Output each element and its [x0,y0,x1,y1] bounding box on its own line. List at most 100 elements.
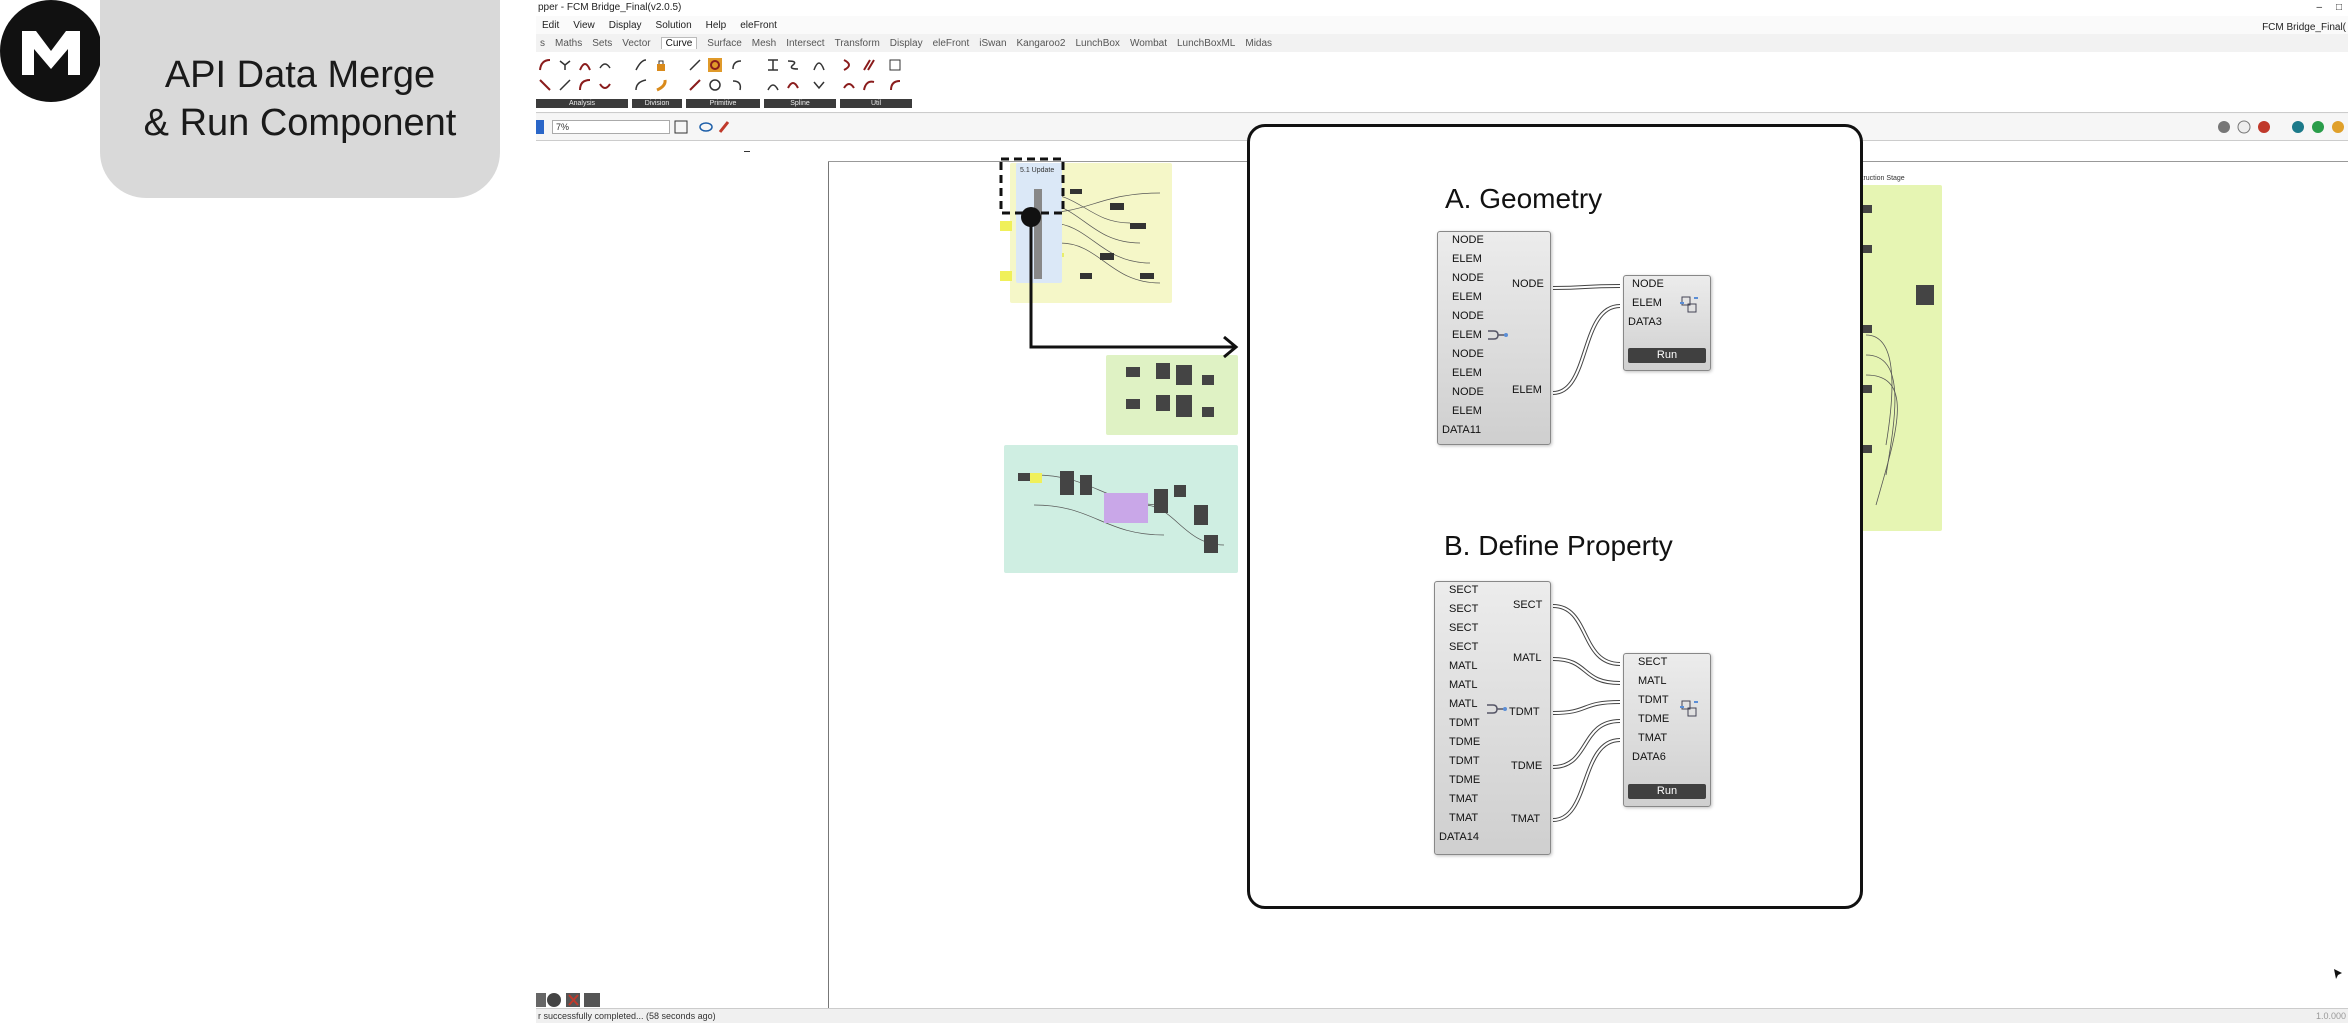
save-icon[interactable] [536,120,544,134]
input-port-label[interactable]: TMAT [1638,732,1668,744]
tab-display[interactable]: Display [889,38,923,49]
input-port-label[interactable]: ELEM [1632,297,1662,309]
menu-display[interactable]: Display [608,20,642,31]
input-port-label[interactable]: DATA14 [1439,831,1479,843]
input-port-label[interactable]: TDME [1449,774,1481,786]
tab-intersect[interactable]: Intersect [786,38,825,49]
group-teal[interactable] [1004,445,1238,573]
input-port-label[interactable]: DATA11 [1442,424,1482,436]
tab-surface[interactable]: Surface [707,38,742,49]
input-port-label[interactable]: ELEM [1452,329,1482,341]
tab-lunchbox[interactable]: LunchBox [1075,38,1120,49]
tab-lunchboxml[interactable]: LunchBoxML [1177,38,1236,49]
curve-icon[interactable] [598,78,612,92]
tab-iswan[interactable]: iSwan [979,38,1007,49]
run-component-property[interactable]: SECT MATL TDMT TDME TMAT DATA6 Run [1623,653,1711,807]
run-component-geometry[interactable]: NODE ELEM DATA3 Run [1623,275,1711,371]
tab-s[interactable]: s [540,38,545,49]
output-port-label[interactable]: TDME [1511,760,1543,772]
output-port-label[interactable]: ELEM [1512,384,1542,396]
division-icon[interactable] [634,78,648,92]
input-port-label[interactable]: TDME [1449,736,1481,748]
input-port-label[interactable]: MATL [1449,660,1478,672]
group-green[interactable] [1106,355,1238,435]
circle-icon[interactable] [708,58,722,72]
util-icon[interactable] [862,58,876,72]
input-port-label[interactable]: ELEM [1452,405,1482,417]
input-port-label[interactable]: TMAT [1449,812,1479,824]
tab-elefront[interactable]: eleFront [932,38,970,49]
tab-wombat[interactable]: Wombat [1129,38,1167,49]
spline-icon[interactable] [766,78,780,92]
output-port-label[interactable]: NODE [1512,278,1544,290]
curve-icon[interactable] [598,58,612,72]
line-icon[interactable] [688,58,702,72]
tab-vector[interactable]: Vector [622,38,651,49]
line-icon[interactable] [688,78,702,92]
spline-icon[interactable] [786,78,800,92]
spline-icon[interactable] [812,58,826,72]
menu-solution[interactable]: Solution [655,20,692,31]
util-icon[interactable] [862,78,876,92]
menu-elefront[interactable]: eleFront [740,20,777,31]
input-port-label[interactable]: TDMT [1638,694,1669,706]
run-button[interactable]: Run [1628,784,1706,799]
input-port-label[interactable]: MATL [1449,698,1478,710]
util-icon[interactable] [888,58,902,72]
tab-curve[interactable]: Curve [660,37,698,49]
tab-maths[interactable]: Maths [555,38,583,49]
circle-icon[interactable] [708,78,722,92]
input-port-label[interactable]: NODE [1452,234,1484,246]
merge-component-geometry[interactable]: NODE ELEM NODE ELEM NODE ELEM NODE ELEM … [1437,231,1551,445]
curve-icon[interactable] [558,58,572,72]
input-port-label[interactable]: TMAT [1449,793,1479,805]
curve-icon[interactable] [578,78,592,92]
spline-icon[interactable] [812,78,826,92]
menu-edit[interactable]: Edit [542,20,560,31]
tab-midas[interactable]: Midas [1245,38,1273,49]
input-port-label[interactable]: MATL [1449,679,1478,691]
window-controls[interactable]: – □ [2316,2,2343,13]
menu-view[interactable]: View [573,20,595,31]
output-port-label[interactable]: TMAT [1511,813,1541,825]
canvas-widget-icons[interactable] [536,989,612,1009]
view-tools-icons[interactable] [674,120,730,134]
input-port-label[interactable]: DATA6 [1632,751,1666,763]
division-icon[interactable] [654,78,668,92]
tab-transform[interactable]: Transform [834,38,880,49]
output-port-label[interactable]: SECT [1513,599,1543,611]
input-port-label[interactable]: NODE [1452,310,1484,322]
division-icon[interactable] [634,58,648,72]
util-icon[interactable] [888,78,902,92]
lock-icon[interactable] [654,58,668,72]
menu-help[interactable]: Help [705,20,727,31]
input-port-label[interactable]: SECT [1449,603,1479,615]
output-port-label[interactable]: MATL [1513,652,1542,664]
curve-icon[interactable] [538,58,552,72]
merge-component-property[interactable]: SECT SECT SECT SECT MATL MATL MATL TDMT … [1434,581,1551,855]
curve-icon[interactable] [538,78,552,92]
input-port-label[interactable]: SECT [1449,641,1479,653]
input-port-label[interactable]: NODE [1632,278,1664,290]
util-icon[interactable] [842,58,856,72]
input-port-label[interactable]: ELEM [1452,291,1482,303]
input-port-label[interactable]: NODE [1452,386,1484,398]
input-port-label[interactable]: SECT [1638,656,1668,668]
tab-sets[interactable]: Sets [592,38,613,49]
input-port-label[interactable]: ELEM [1452,367,1482,379]
tab-kangaroo2[interactable]: Kangaroo2 [1016,38,1066,49]
input-port-label[interactable]: TDME [1638,713,1670,725]
run-button[interactable]: Run [1628,348,1706,363]
input-port-label[interactable]: TDMT [1449,755,1480,767]
input-port-label[interactable]: DATA3 [1628,316,1662,328]
spline-icon[interactable] [786,58,800,72]
input-port-label[interactable]: ELEM [1452,253,1482,265]
zoom-level-select[interactable]: 7% [552,120,670,134]
input-port-label[interactable]: SECT [1449,584,1479,596]
input-port-label[interactable]: SECT [1449,622,1479,634]
curve-icon[interactable] [558,78,572,92]
curve-icon[interactable] [578,58,592,72]
input-port-label[interactable]: TDMT [1449,717,1480,729]
group-lime[interactable] [1856,185,1942,531]
input-port-label[interactable]: NODE [1452,272,1484,284]
